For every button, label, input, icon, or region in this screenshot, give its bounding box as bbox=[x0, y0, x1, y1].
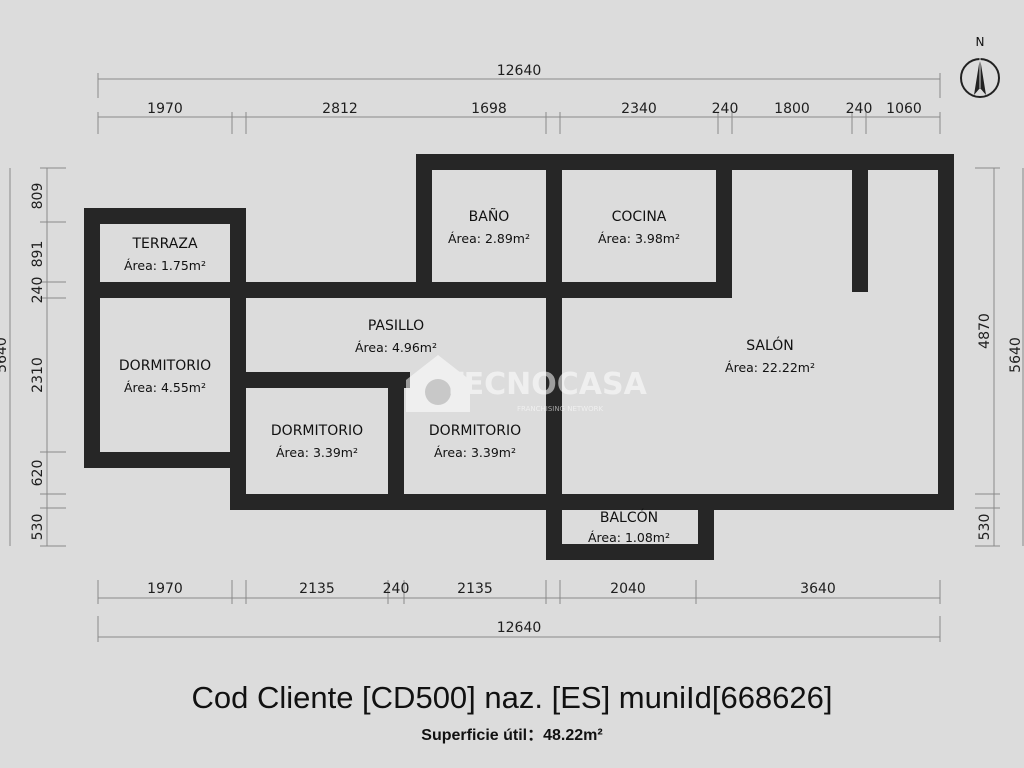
top-dimensions: 12640 1970 2812 1698 2340 240 1800 240 1… bbox=[97, 63, 941, 134]
room-name: DORMITORIO bbox=[429, 423, 521, 439]
left-dim-3: 240 bbox=[30, 277, 46, 304]
top-dim-7: 240 bbox=[846, 101, 873, 117]
room-area: Área: 4.55m² bbox=[124, 380, 206, 395]
right-dimensions: 4870 530 5640 bbox=[975, 167, 1024, 547]
left-dim-5: 620 bbox=[30, 460, 46, 487]
room-name: SALÓN bbox=[746, 336, 794, 354]
right-total-dim: 5640 bbox=[1008, 337, 1024, 373]
bottom-dim-6: 3640 bbox=[800, 581, 836, 597]
client-code-title: Cod Cliente [CD500] naz. [ES] muniId[668… bbox=[191, 680, 833, 715]
bottom-dim-3: 240 bbox=[383, 581, 410, 597]
room-name: TERRAZA bbox=[131, 236, 197, 252]
room-name: DORMITORIO bbox=[271, 423, 363, 439]
bottom-dim-5: 2040 bbox=[610, 581, 646, 597]
room-name: COCINA bbox=[612, 209, 667, 225]
room-name: DORMITORIO bbox=[119, 358, 211, 374]
room-bano: BAÑO Área: 2.89m² bbox=[448, 208, 530, 246]
room-area: Área: 2.89m² bbox=[448, 231, 530, 246]
left-dim-4: 2310 bbox=[30, 357, 46, 393]
room-salon: SALÓN Área: 22.22m² bbox=[725, 336, 815, 375]
room-terraza: TERRAZA Área: 1.75m² bbox=[124, 236, 206, 273]
room-name: BAÑO bbox=[469, 208, 510, 225]
left-total-dim: 5640 bbox=[0, 337, 10, 373]
bottom-dim-2: 2135 bbox=[299, 581, 335, 597]
room-area: Área: 1.08m² bbox=[588, 530, 670, 545]
bottom-total-dim: 12640 bbox=[497, 620, 542, 636]
watermark-brand: TECNOCASA bbox=[443, 367, 647, 402]
room-name: BALCÓN bbox=[600, 508, 658, 526]
room-area: Área: 22.22m² bbox=[725, 360, 815, 375]
room-dormitorio-3: DORMITORIO Área: 3.39m² bbox=[429, 423, 521, 460]
room-area: Área: 1.75m² bbox=[124, 258, 206, 273]
top-dim-8: 1060 bbox=[886, 101, 922, 117]
right-dim-2: 530 bbox=[977, 514, 993, 541]
top-dim-2: 2812 bbox=[322, 101, 358, 117]
bottom-dimensions: 1970 2135 240 2135 2040 3640 12640 bbox=[97, 580, 941, 642]
bottom-dim-4: 2135 bbox=[457, 581, 493, 597]
left-dim-1: 809 bbox=[30, 183, 46, 210]
room-area: Área: 3.39m² bbox=[434, 445, 516, 460]
room-balcon: BALCÓN Área: 1.08m² bbox=[588, 508, 670, 545]
top-dim-4: 2340 bbox=[621, 101, 657, 117]
room-dormitorio-2: DORMITORIO Área: 3.39m² bbox=[271, 423, 363, 460]
right-dim-1: 4870 bbox=[977, 313, 993, 349]
room-cocina: COCINA Área: 3.98m² bbox=[598, 209, 680, 246]
bottom-dim-1: 1970 bbox=[147, 581, 183, 597]
tecnocasa-watermark: TECNOCASA FRANCHISING NETWORK bbox=[406, 355, 648, 413]
top-dim-6: 1800 bbox=[774, 101, 810, 117]
top-total-dim: 12640 bbox=[497, 63, 542, 79]
watermark-tagline: FRANCHISING NETWORK bbox=[517, 405, 603, 413]
walls bbox=[84, 154, 954, 560]
useful-surface-label: Superficie útil：48.22m² bbox=[421, 727, 603, 744]
compass-label: N bbox=[976, 35, 985, 49]
left-dim-6: 530 bbox=[30, 514, 46, 541]
room-area: Área: 4.96m² bbox=[355, 340, 437, 355]
left-dim-2: 891 bbox=[30, 241, 46, 268]
room-area: Área: 3.98m² bbox=[598, 231, 680, 246]
top-dim-5: 240 bbox=[712, 101, 739, 117]
room-dormitorio-1: DORMITORIO Área: 4.55m² bbox=[119, 358, 211, 395]
north-compass-icon: N bbox=[960, 35, 1000, 98]
top-dim-1: 1970 bbox=[147, 101, 183, 117]
left-dimensions: 5640 809 891 240 2310 620 530 bbox=[0, 167, 66, 547]
room-name: PASILLO bbox=[368, 318, 424, 334]
top-dim-3: 1698 bbox=[471, 101, 507, 117]
room-area: Área: 3.39m² bbox=[276, 445, 358, 460]
room-pasillo: PASILLO Área: 4.96m² bbox=[355, 318, 437, 355]
